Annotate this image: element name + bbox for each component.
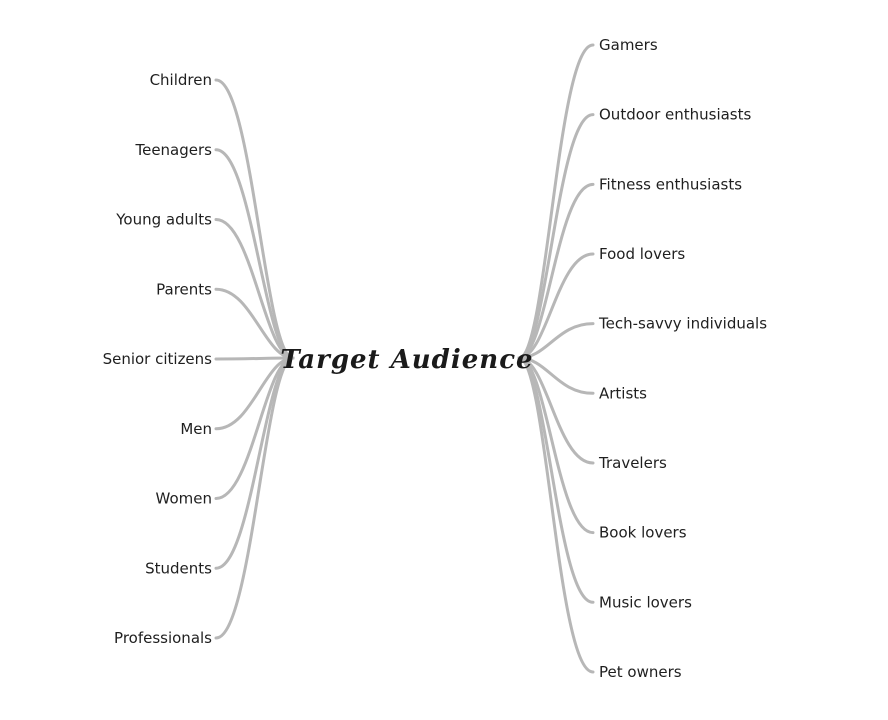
branch-label-pet-owners[interactable]: Pet owners	[599, 663, 682, 681]
branch-label-men[interactable]: Men	[180, 420, 212, 438]
branch-label-travelers[interactable]: Travelers	[598, 454, 667, 472]
branch-line-right-music-lovers	[517, 356, 595, 604]
branch-line-right-gamers	[517, 43, 595, 360]
branch-line-left-parents	[214, 287, 295, 360]
branch-label-professionals[interactable]: Professionals	[114, 629, 212, 647]
branch-label-food-lovers[interactable]: Food lovers	[599, 245, 685, 263]
branch-line-left-young-adults	[214, 218, 295, 360]
branch-label-music-lovers[interactable]: Music lovers	[599, 593, 692, 611]
branch-label-children[interactable]: Children	[150, 71, 212, 89]
branch-label-fitness-enthusiasts[interactable]: Fitness enthusiasts	[599, 175, 742, 193]
branch-line-left-men	[214, 356, 295, 431]
branch-label-artists[interactable]: Artists	[599, 384, 647, 402]
branch-label-tech-savvy-individuals[interactable]: Tech-savvy individuals	[598, 315, 767, 333]
branch-label-parents[interactable]: Parents	[156, 280, 212, 298]
branch-lines	[214, 43, 595, 674]
branch-line-right-pet-owners	[517, 356, 595, 674]
branch-line-left-professionals	[214, 356, 295, 640]
branch-line-right-book-lovers	[517, 356, 595, 535]
branch-label-senior-citizens[interactable]: Senior citizens	[103, 350, 213, 368]
branch-label-teenagers[interactable]: Teenagers	[134, 141, 212, 159]
branch-line-left-teenagers	[214, 148, 295, 360]
branch-line-left-students	[214, 356, 295, 570]
branch-line-left-children	[214, 78, 295, 360]
branch-line-right-tech-savvy-individuals	[517, 322, 595, 360]
central-topic[interactable]: Target Audience	[280, 345, 533, 375]
branch-line-right-artists	[517, 356, 595, 395]
branch-label-students[interactable]: Students	[145, 559, 212, 577]
branch-label-gamers[interactable]: Gamers	[599, 36, 658, 54]
branch-line-right-fitness-enthusiasts	[517, 182, 595, 360]
branch-label-book-lovers[interactable]: Book lovers	[599, 524, 687, 542]
branch-line-right-food-lovers	[517, 252, 595, 360]
branch-line-left-senior-citizens	[214, 356, 295, 361]
branch-label-women[interactable]: Women	[156, 490, 212, 508]
branch-label-outdoor-enthusiasts[interactable]: Outdoor enthusiasts	[599, 106, 752, 124]
branch-line-right-outdoor-enthusiasts	[517, 113, 595, 360]
branch-label-young-adults[interactable]: Young adults	[115, 211, 212, 229]
